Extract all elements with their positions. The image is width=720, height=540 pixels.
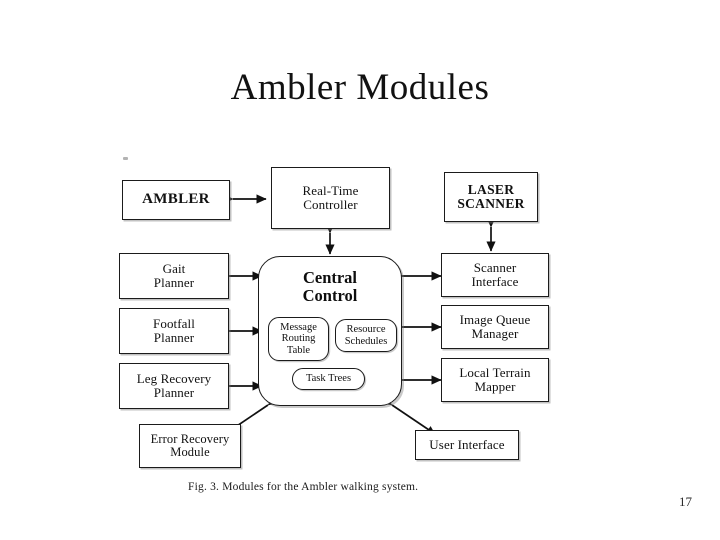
node-ambler[interactable]: AMBLER — [122, 180, 230, 220]
figure-caption: Fig. 3. Modules for the Ambler walking s… — [188, 481, 419, 493]
node-error-recovery-module-line2: Module — [170, 445, 210, 459]
node-leg-recovery-planner-line1: Leg Recovery — [136, 371, 212, 387]
node-leg-recovery-planner[interactable]: Leg Recovery Planner — [119, 363, 229, 409]
subnode-task-trees-line1: Task Trees — [305, 373, 352, 385]
subnode-task-trees[interactable]: Task Trees — [292, 368, 365, 390]
node-user-interface-line1: User Interface — [429, 437, 505, 453]
node-central-control[interactable]: Central Control Message Routing Table Re… — [258, 256, 402, 406]
subnode-message-routing-table-line2: Routing — [281, 333, 316, 345]
node-laser-scanner-line1: LASER — [467, 181, 515, 197]
subnode-resource-schedules-line2: Schedules — [344, 335, 388, 347]
node-real-time-controller-line2: Controller — [303, 197, 358, 212]
central-control-title-line2: Control — [302, 285, 358, 305]
node-local-terrain-mapper[interactable]: Local Terrain Mapper — [441, 358, 549, 402]
central-control-title-line1: Central — [302, 268, 358, 287]
page-number: 17 — [679, 494, 692, 509]
node-error-recovery-module-line1: Error Recovery — [150, 431, 230, 446]
node-laser-scanner-line2: SCANNER — [457, 196, 525, 211]
node-footfall-planner[interactable]: Footfall Planner — [119, 308, 229, 354]
scan-artifact-speck — [123, 157, 128, 160]
subnode-message-routing-table[interactable]: Message Routing Table — [268, 317, 329, 361]
central-control-title: Central Control — [259, 269, 401, 305]
node-leg-recovery-planner-line2: Planner — [153, 385, 195, 400]
page-title: Ambler Modules — [230, 67, 490, 108]
node-image-queue-manager-line1: Image Queue — [459, 312, 531, 328]
node-ambler-line1: AMBLER — [142, 191, 210, 208]
node-image-queue-manager-line2: Manager — [471, 326, 519, 341]
node-footfall-planner-line1: Footfall — [153, 316, 195, 332]
node-user-interface[interactable]: User Interface — [415, 430, 519, 460]
node-gait-planner-line2: Planner — [153, 275, 195, 290]
node-scanner-interface-line2: Interface — [471, 274, 519, 289]
node-error-recovery-module[interactable]: Error Recovery Module — [139, 424, 241, 468]
node-local-terrain-mapper-line2: Mapper — [474, 379, 516, 394]
node-real-time-controller-line1: Real-Time — [302, 183, 359, 199]
subnode-message-routing-table-line1: Message — [280, 322, 317, 334]
node-scanner-interface[interactable]: Scanner Interface — [441, 253, 549, 297]
node-laser-scanner[interactable]: LASER SCANNER — [444, 172, 538, 222]
node-real-time-controller[interactable]: Real-Time Controller — [271, 167, 390, 229]
subnode-resource-schedules-line1: Resource — [346, 324, 386, 336]
node-image-queue-manager[interactable]: Image Queue Manager — [441, 305, 549, 349]
node-gait-planner[interactable]: Gait Planner — [119, 253, 229, 299]
node-footfall-planner-line2: Planner — [153, 330, 195, 345]
node-gait-planner-line1: Gait — [162, 261, 186, 277]
node-local-terrain-mapper-line1: Local Terrain — [459, 365, 531, 381]
subnode-message-routing-table-line3: Table — [286, 344, 311, 356]
node-scanner-interface-line1: Scanner — [473, 260, 517, 276]
subnode-resource-schedules[interactable]: Resource Schedules — [335, 319, 397, 352]
